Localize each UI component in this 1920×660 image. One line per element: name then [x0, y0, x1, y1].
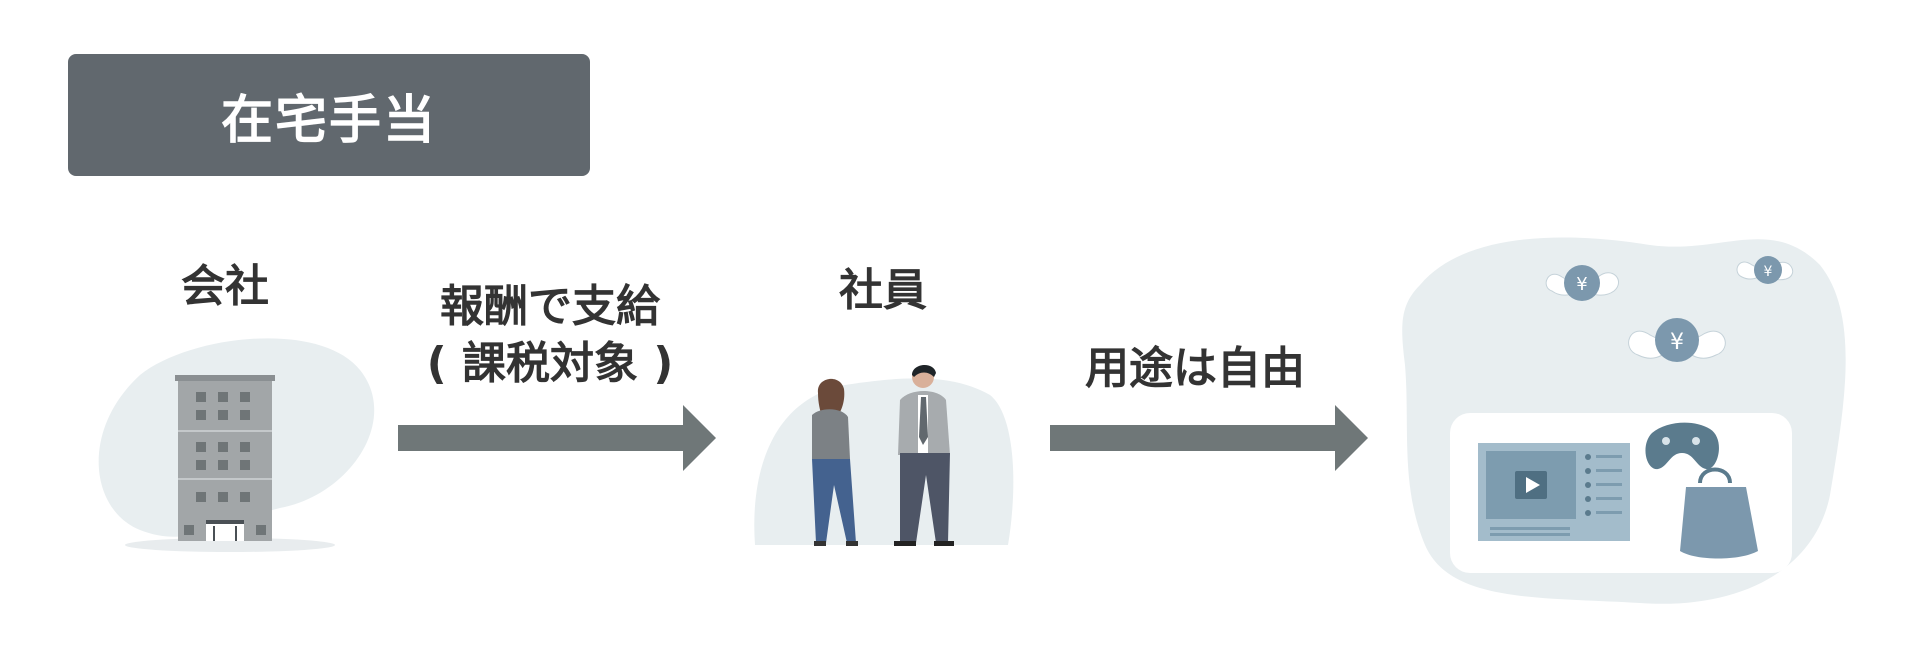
- employee-label: 社員: [839, 265, 927, 316]
- flying-yen-coins-video-game-bag-icon: ¥ ¥ ¥: [1402, 237, 1846, 604]
- svg-text:¥: ¥: [1576, 274, 1587, 295]
- right-arrow-icon: [398, 405, 716, 471]
- company-label: 会社: [181, 261, 269, 312]
- svg-text:¥: ¥: [1764, 264, 1773, 280]
- yen-coin-icon: ¥: [1628, 318, 1726, 362]
- payment-label-line2: ( 課税対象 ): [426, 338, 674, 390]
- yen-coin-icon: ¥: [1736, 256, 1794, 284]
- two-people-icon: [754, 364, 1014, 546]
- usage-label: 用途は自由: [1085, 343, 1305, 394]
- right-arrow-icon: [1050, 405, 1368, 471]
- svg-text:¥: ¥: [1670, 330, 1684, 355]
- yen-coin-icon: ¥: [1545, 265, 1620, 301]
- payment-label: 報酬で支給 ( 課税対象 ): [400, 278, 700, 392]
- title-banner: 在宅手当: [68, 54, 590, 176]
- payment-label-line1: 報酬で支給: [440, 281, 660, 332]
- office-building-icon: [98, 338, 375, 552]
- page-title: 在宅手当: [220, 90, 437, 151]
